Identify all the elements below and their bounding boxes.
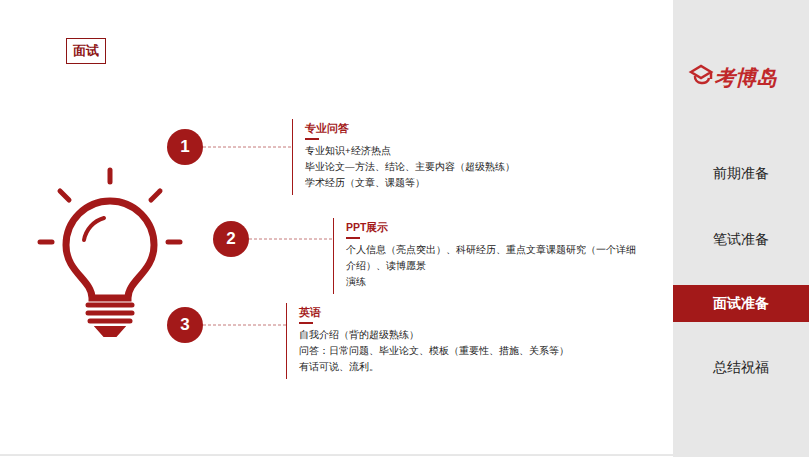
topic-line: 学术经历（文章、课题等） <box>305 175 515 191</box>
number-text: 2 <box>226 229 235 249</box>
leader-connector <box>249 239 333 240</box>
menu-item: 笔试准备 <box>673 231 809 249</box>
topic-heading: 英语 <box>299 305 569 324</box>
leader-connector <box>203 147 292 148</box>
sidebar-panel <box>673 0 809 457</box>
topic-line: 问答：日常问题、毕业论文、模板（重要性、措施、关系等） <box>299 343 569 359</box>
topic-line: 个人信息（亮点突出）、科研经历、重点文章课题研究（一个详细介绍）、读博愿景 <box>346 242 645 274</box>
menu-highlight: 面试准备 <box>673 285 809 322</box>
leader-connector <box>203 325 286 326</box>
topic-heading: PPT展示 <box>346 220 645 239</box>
menu-text: 面试准备 <box>713 295 769 313</box>
topic-line: 自我介绍（背的超级熟练） <box>299 327 569 343</box>
bottom-rule <box>0 455 673 456</box>
topic-line: 专业知识+经济热点 <box>305 143 515 159</box>
slide-title: 面试 <box>66 38 106 64</box>
topic-line: 毕业论文—方法、结论、主要内容（超级熟练） <box>305 159 515 175</box>
topic-block: 专业问答专业知识+经济热点毕业论文—方法、结论、主要内容（超级熟练）学术经历（文… <box>292 119 515 195</box>
logo-icon <box>691 66 711 83</box>
brand-logo: 考博岛 <box>714 64 777 92</box>
lightbulb-icon <box>40 170 180 336</box>
menu-item: 总结祝福 <box>673 359 809 377</box>
topic-block: 英语自我介绍（背的超级熟练）问答：日常问题、毕业论文、模板（重要性、措施、关系等… <box>286 303 569 379</box>
topic-block: PPT展示个人信息（亮点突出）、科研经历、重点文章课题研究（一个详细介绍）、读博… <box>333 218 645 294</box>
number-text: 3 <box>180 315 189 335</box>
topic-line: 演练 <box>346 274 645 290</box>
menu-item: 前期准备 <box>673 165 809 183</box>
number-text: 1 <box>180 137 189 157</box>
callout-number: 3 <box>167 307 203 343</box>
topic-heading: 专业问答 <box>305 121 515 140</box>
topic-line: 有话可说、流利。 <box>299 359 569 375</box>
callout-number: 1 <box>167 129 203 165</box>
callout-number: 2 <box>213 221 249 257</box>
